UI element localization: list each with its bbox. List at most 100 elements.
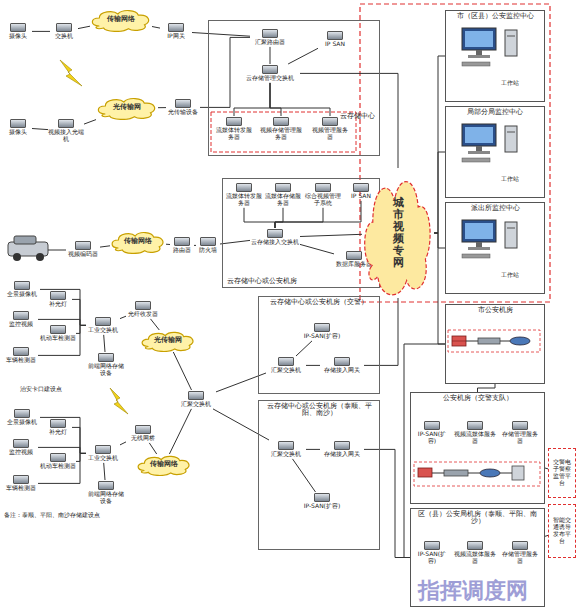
red-dashed-group <box>211 112 356 152</box>
device-node: 视频管理服务器 <box>310 116 350 142</box>
network-link <box>270 47 271 64</box>
device-node: 机动车检测器 <box>40 452 76 471</box>
device-node: 存储管理服务器 <box>500 540 540 566</box>
network-link <box>234 83 270 116</box>
network-link <box>478 384 496 392</box>
note-label: 备注：泰顺、平阳、南沙存储建设点 <box>4 512 164 519</box>
device-node: 存储接入网关 <box>320 356 364 375</box>
network-link <box>288 48 318 64</box>
network-link <box>158 107 166 108</box>
node-label: 机动车检测器 <box>40 463 76 470</box>
network-link <box>275 208 323 228</box>
machine-room-icons <box>414 462 540 486</box>
network-link <box>84 120 96 125</box>
panel-box: 云存储中心汇聚路由器IP SAN云存储管理交换机流媒体转发服务器视频存储管理服务… <box>208 20 380 156</box>
network-link <box>173 352 191 390</box>
group-title: 局部分局监控中心 <box>446 107 544 116</box>
device-node: IP-SAN(扩容) <box>414 540 450 566</box>
device-node: 前端网络存储设备 <box>86 352 126 378</box>
node-label: 综合视频管理子系统 <box>304 193 342 207</box>
device-node: 汇聚路由器 <box>250 28 290 47</box>
node-label: 智能交通诱导发布平台 <box>551 517 573 545</box>
device-node: 工业交换机 <box>86 444 120 463</box>
panel-box: 云存储中心或公安机房（泰顺、平阳、南沙）汇聚交换机存储接入网关IP-SAN(扩容… <box>258 400 380 550</box>
network-link <box>270 83 330 116</box>
node-label: 补光灯 <box>44 429 72 436</box>
group-title: 云存储中心或公安机房（交警） <box>259 297 379 306</box>
group-title: 市公安机房 <box>446 305 544 314</box>
center-box: 派出所监控中心工作站 <box>445 202 545 294</box>
device-node: 补光灯 <box>44 290 72 309</box>
network-link <box>220 240 250 244</box>
network-link <box>40 289 86 325</box>
node-label: 工业交换机 <box>86 455 120 462</box>
network-link <box>76 453 86 461</box>
device-node: 存储接入网关 <box>320 440 364 459</box>
node-label: 视频存储管理服务器 <box>258 127 304 141</box>
network-link <box>275 208 283 228</box>
node-label: 路由器 <box>170 247 194 254</box>
network-link <box>152 27 160 29</box>
node-label: 汇聚路由器 <box>250 39 290 46</box>
center-box: 市（区县）公安监控中心工作站 <box>445 10 545 102</box>
node-label: 城市视频专网 <box>393 197 404 270</box>
note-label: 治安卡口建设点 <box>20 386 110 393</box>
group-title: 派出所监控中心 <box>446 203 544 212</box>
node-label: IP SAN <box>318 41 352 48</box>
node-label: 传输网络 <box>150 461 178 468</box>
device-node: 视频接入光端机 <box>48 118 84 144</box>
network-link <box>244 208 275 228</box>
device-node: 汇聚交换机 <box>266 440 306 459</box>
workstation-label: 工作站 <box>490 272 530 279</box>
node-label: 视频编码器 <box>66 251 100 258</box>
device-node: 前端网络存储设备 <box>86 480 126 506</box>
device-node: 补光灯 <box>44 418 72 437</box>
center-box: 公安机房（交警支队）IP-SAN(扩容)视频流媒体服务器存储管理服务器 <box>410 392 545 504</box>
node-label: 前端网络存储设备 <box>86 363 126 377</box>
node-label: 光纤收发器 <box>126 311 160 318</box>
center-box: 市公安机房 <box>445 304 545 384</box>
node-label: 光传输网 <box>154 337 182 344</box>
network-link <box>72 299 86 325</box>
node-label: 补光灯 <box>44 301 72 308</box>
node-label: IP网关 <box>160 33 192 40</box>
red-dashed-region <box>360 4 550 302</box>
node-label: 汇聚交换机 <box>266 451 306 458</box>
node-label: 摄像头 <box>4 129 32 136</box>
node-label: 存储管理服务器 <box>500 551 540 565</box>
node-label: 前端网络存储设备 <box>86 491 126 505</box>
node-label: 存储接入网关 <box>320 451 364 458</box>
node-label: 流媒体转发服务器 <box>226 193 262 207</box>
panel-box: 云存储中心或公安机房（交警）IP-SAN(扩容)汇聚交换机存储接入网关 <box>258 296 380 394</box>
node-label: 光传输设备 <box>166 109 200 116</box>
device-node: 交换机 <box>50 22 78 41</box>
group-title: 市（区县）公安监控中心 <box>446 11 544 20</box>
network-link <box>364 449 410 557</box>
network-link <box>296 341 312 356</box>
node-label: 视频流媒体服务器 <box>454 431 496 445</box>
device-node: 摄像头 <box>4 22 32 41</box>
firewall-router-icons <box>448 330 540 352</box>
network-link <box>40 417 86 453</box>
network-link <box>38 447 86 453</box>
group-title: 公安机房（交警支队） <box>411 393 544 402</box>
node-label: 车辆检测器 <box>4 485 38 492</box>
node-label: 交警电子警察监管平台 <box>551 459 573 487</box>
node-label: 传输网络 <box>124 238 152 245</box>
workstation-label: 工作站 <box>490 80 530 87</box>
network-link <box>434 56 445 233</box>
device-node: IP SAN <box>346 182 376 201</box>
device-node: 流媒体转发服务器 <box>214 116 254 142</box>
network-link <box>32 129 48 130</box>
node-label: 机动车检测器 <box>40 335 76 342</box>
device-node: 工业交换机 <box>86 316 120 335</box>
device-node: 光传输设备 <box>166 98 200 117</box>
device-node: 全景摄像机 <box>4 408 40 427</box>
node-label: 全景摄像机 <box>4 291 40 298</box>
network-link <box>149 443 156 454</box>
device-node: 汇聚交换机 <box>176 390 216 409</box>
group-title: 云存储中心或公安机房 <box>227 278 297 285</box>
network-link <box>100 246 110 247</box>
platform-box: 交警电子警察监管平台 <box>548 448 576 498</box>
node-label: 工作站 <box>490 80 530 87</box>
